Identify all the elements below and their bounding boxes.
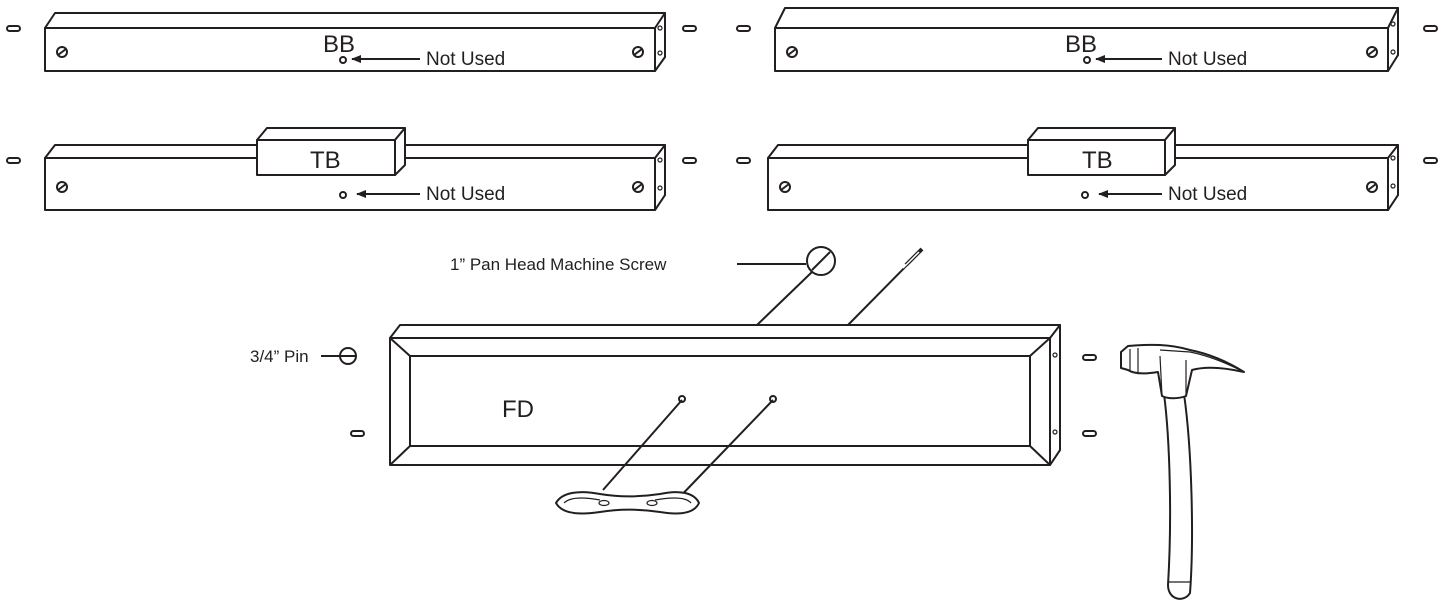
pin-head-icon xyxy=(339,347,357,365)
screw-hole-icon xyxy=(779,181,791,193)
pin-icon xyxy=(682,25,697,32)
part-label: BB xyxy=(1065,31,1097,58)
not-used-label: Not Used xyxy=(426,49,505,70)
drawer-handle-icon xyxy=(555,491,700,515)
screw-hole-icon xyxy=(632,181,644,193)
screw-hole-icon xyxy=(769,395,777,403)
screw-callout: 1” Pan Head Machine Screw xyxy=(450,246,836,326)
drawer-front: FD xyxy=(389,324,1061,506)
screw-hole-icon xyxy=(1366,181,1378,193)
not-used-label: Not Used xyxy=(1168,49,1247,70)
pin-icon xyxy=(736,157,751,164)
pin-icon xyxy=(6,25,21,32)
pan-head-screw-icon xyxy=(806,246,836,276)
nail-icon xyxy=(847,247,924,326)
unused-hole-icon xyxy=(1081,191,1089,199)
screw-hole-icon xyxy=(786,46,798,58)
part-label: BB xyxy=(323,31,355,58)
unused-hole-icon xyxy=(339,56,347,64)
not-used-label: Not Used xyxy=(426,184,505,205)
top-board-left: TB Not Used xyxy=(6,127,697,211)
screw-hole-icon xyxy=(632,46,644,58)
not-used-label: Not Used xyxy=(1168,184,1247,205)
pin-label: 3/4” Pin xyxy=(250,347,309,366)
pin-icon xyxy=(1423,157,1438,164)
screw-hole-icon xyxy=(678,395,686,403)
screw-hole-icon xyxy=(1366,46,1378,58)
unused-hole-icon xyxy=(339,191,347,199)
screw-label: 1” Pan Head Machine Screw xyxy=(450,255,667,274)
bottom-board-right: BB Not Used xyxy=(736,7,1438,72)
pin-icon xyxy=(6,157,21,164)
bottom-board-left: BB Not Used xyxy=(6,12,697,72)
pin-callout: 3/4” Pin xyxy=(250,347,357,366)
pin-icon xyxy=(1082,354,1097,361)
part-label: FD xyxy=(502,396,534,423)
top-board-right: TB Not Used xyxy=(736,127,1438,211)
pin-icon xyxy=(350,430,365,437)
screw-hole-icon xyxy=(56,46,68,58)
screw-hole-icon xyxy=(56,181,68,193)
pin-icon xyxy=(1082,430,1097,437)
pin-icon xyxy=(682,157,697,164)
hammer-icon xyxy=(1120,343,1245,600)
part-label: TB xyxy=(1082,147,1113,174)
pin-icon xyxy=(1423,25,1438,32)
unused-hole-icon xyxy=(1083,56,1091,64)
part-label: TB xyxy=(310,147,341,174)
pin-icon xyxy=(736,25,751,32)
